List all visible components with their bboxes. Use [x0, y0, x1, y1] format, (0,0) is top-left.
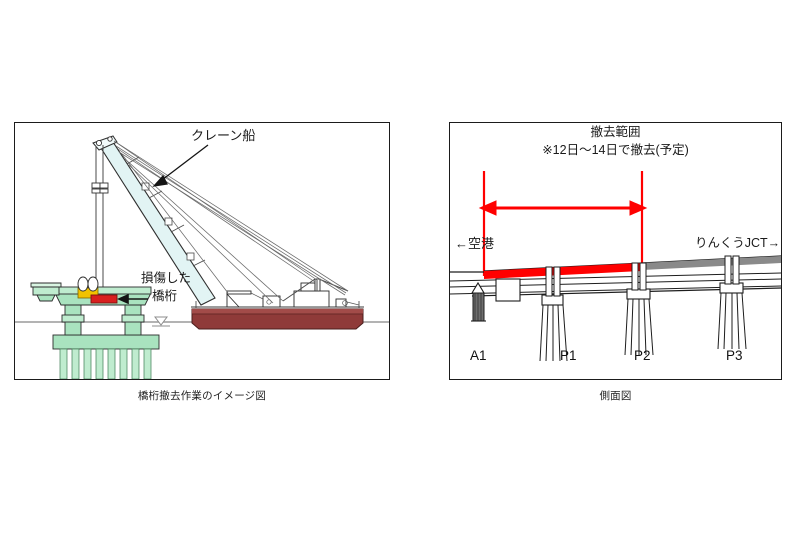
ship-deckhouse — [226, 278, 347, 308]
bearing-block — [77, 276, 99, 299]
removal-range-markers — [482, 171, 644, 276]
bridge-deck — [450, 255, 781, 297]
caption-left-panel: 橋桁撤去作業のイメージ図 — [137, 390, 267, 402]
damaged-girder-red — [90, 294, 118, 304]
lifting-beam — [83, 289, 117, 296]
removal-span-highlight — [484, 263, 642, 279]
crane-ship-pointer-arrow — [152, 144, 209, 187]
crane-block-sheaves — [91, 182, 109, 194]
water-level-marker — [152, 316, 170, 327]
pier-p1 — [539, 266, 568, 362]
label-damaged-girder-line1: 損傷した — [141, 271, 192, 285]
crane-hoist-ropes — [95, 145, 104, 299]
pier-p3 — [717, 255, 747, 350]
pier-label-p1: P1 — [560, 348, 577, 363]
ship-winch-details — [250, 292, 360, 306]
label-removal-range-title: 撤去範囲 — [590, 125, 641, 139]
label-crane-ship: クレーン船 — [191, 128, 256, 143]
pier-p3-piles — [717, 292, 747, 350]
panel-crane-operation-image: クレーン船 損傷した 橋桁 — [14, 122, 390, 380]
pier-p2 — [624, 262, 654, 356]
bridge-pier — [52, 286, 160, 379]
damaged-girder-pointer-arrow — [117, 293, 148, 305]
abutment-a1 — [471, 281, 486, 322]
caption-right-panel: 側面図 — [599, 390, 632, 402]
removal-range-double-arrow — [478, 200, 648, 216]
pier-label-p3: P3 — [726, 348, 743, 363]
crane-ship-hull — [191, 301, 364, 330]
label-damaged-girder-line2: 橋桁 — [152, 289, 178, 303]
existing-girder-stub — [30, 282, 62, 302]
label-direction-airport: ←空港 — [455, 236, 495, 251]
pier-p2-piles — [624, 298, 654, 356]
label-direction-rinku-jct: りんくうJCT→ — [695, 236, 781, 250]
crane-a-frame — [282, 278, 349, 302]
pier-label-p2: P2 — [634, 348, 651, 363]
label-removal-range-note: ※12日～14日で撤去(予定) — [542, 143, 689, 157]
access-box-structure — [495, 278, 521, 302]
crane-operation-illustration — [15, 135, 389, 379]
pier-label-a1: A1 — [470, 348, 487, 363]
